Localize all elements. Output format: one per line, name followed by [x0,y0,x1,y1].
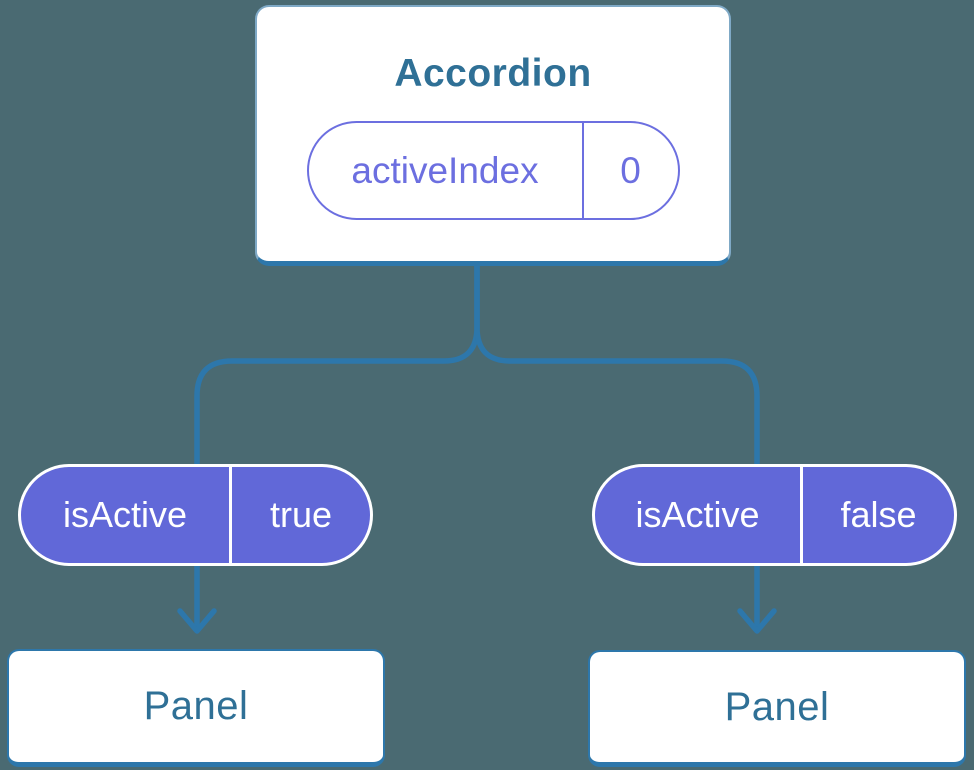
state-value-label: 0 [620,149,641,191]
down-arrow-icon [177,608,217,634]
prop-value-label: false [840,494,917,535]
prop-name-label: isActive [595,467,803,563]
accordion-title: Accordion [394,52,592,95]
panel-title: Panel [143,684,249,728]
prop-pill-isactive-true: isActive true [18,464,373,566]
down-arrow-icon [737,608,777,634]
panel-card-left: Panel [7,649,385,767]
connector-left-branch [194,261,480,630]
panel-title: Panel [724,684,830,729]
state-pill-activeindex: activeIndex 0 [306,121,680,220]
connector-right-branch [474,261,760,630]
state-name-label: activeIndex [309,123,584,218]
prop-pill-isactive-false: isActive false [592,464,957,566]
accordion-card: Accordion activeIndex 0 [255,5,731,266]
prop-name-label: isActive [21,467,232,563]
panel-card-right: Panel [588,650,966,767]
prop-value-label: true [269,494,333,535]
